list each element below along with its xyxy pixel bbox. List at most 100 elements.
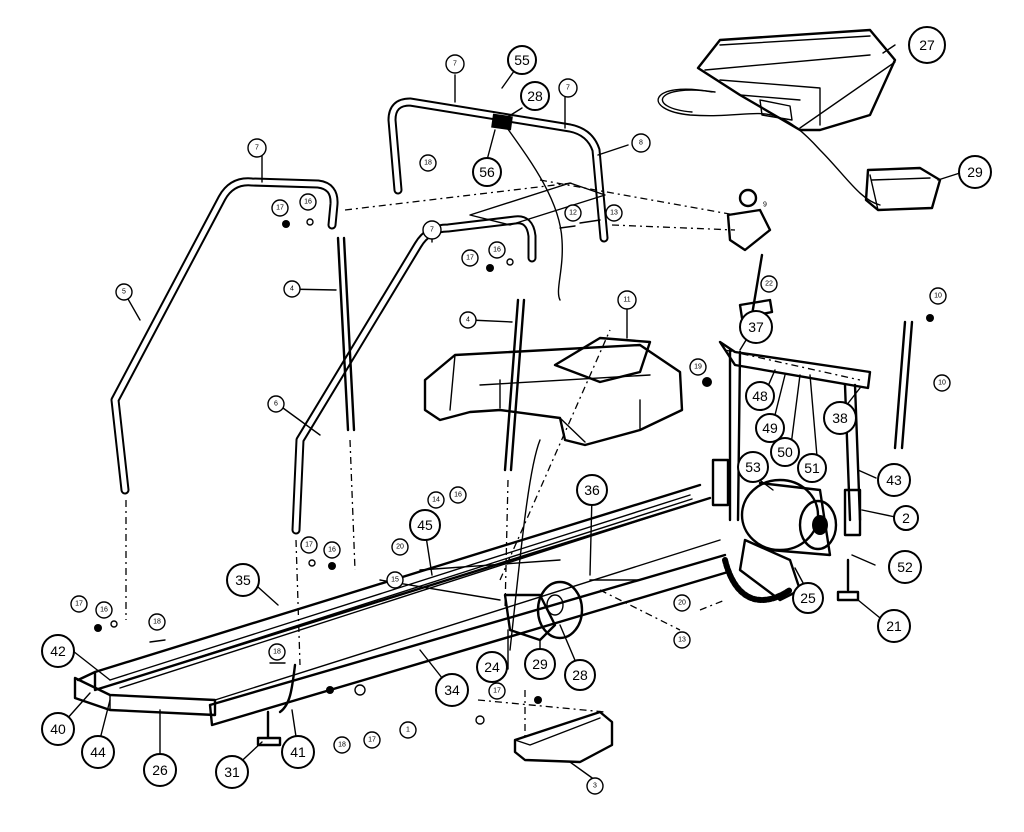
svg-text:38: 38 (832, 410, 848, 426)
svg-text:5: 5 (122, 289, 126, 296)
leveling-foot (836, 558, 860, 602)
callout-16-c: 16 (449, 486, 467, 504)
callout-14: 14 (427, 491, 445, 509)
callout-37: 37 (739, 310, 773, 344)
callout-11: 11 (617, 290, 637, 310)
svg-text:12: 12 (569, 210, 577, 217)
svg-text:44: 44 (90, 744, 106, 760)
callout-2: 2 (893, 505, 919, 531)
svg-text:10: 10 (934, 293, 942, 300)
callout-28-lower: 28 (564, 659, 596, 691)
callout-13-b: 13 (673, 631, 691, 649)
callout-24: 24 (476, 651, 508, 683)
callout-50: 50 (770, 437, 800, 467)
callout-17-a: 17 (271, 199, 289, 217)
svg-text:3: 3 (593, 783, 597, 790)
callout-16-b: 16 (488, 241, 506, 259)
svg-text:24: 24 (484, 659, 500, 675)
callout-7-d: 7 (422, 220, 442, 240)
svg-text:31: 31 (224, 764, 240, 780)
callout-4-right: 4 (459, 311, 477, 329)
callout-21: 21 (877, 609, 911, 643)
callout-25: 25 (792, 582, 824, 614)
svg-text:22: 22 (765, 281, 773, 288)
callout-29-lower: 29 (524, 648, 556, 680)
callout-27: 27 (908, 26, 946, 64)
svg-text:37: 37 (748, 319, 764, 335)
callout-16-e: 16 (95, 601, 113, 619)
callout-9: 9 (763, 202, 767, 209)
svg-text:1: 1 (406, 727, 410, 734)
svg-text:17: 17 (466, 255, 474, 262)
upper-handlebar (387, 97, 609, 243)
callout-17-e: 17 (363, 731, 381, 749)
left-handrail (110, 177, 339, 495)
callout-28-top: 28 (520, 81, 550, 111)
svg-text:7: 7 (430, 227, 434, 234)
bracket-22 (738, 298, 774, 320)
svg-text:7: 7 (255, 145, 259, 152)
svg-text:29: 29 (967, 164, 983, 180)
callout-6: 6 (267, 395, 285, 413)
callout-45: 45 (409, 509, 441, 541)
callout-17-c: 17 (300, 536, 318, 554)
callout-49: 49 (755, 413, 785, 443)
svg-text:36: 36 (584, 482, 600, 498)
svg-text:13: 13 (610, 210, 618, 217)
callout-17-d: 17 (70, 595, 88, 613)
switch-assembly (726, 188, 772, 317)
svg-text:16: 16 (328, 547, 336, 554)
right-handrail (291, 215, 537, 535)
callout-16-d: 16 (323, 541, 341, 559)
svg-text:19: 19 (694, 364, 702, 371)
drive-motor (738, 478, 838, 602)
svg-text:50: 50 (777, 444, 793, 460)
svg-text:52: 52 (897, 559, 913, 575)
svg-text:16: 16 (304, 199, 312, 206)
svg-text:18: 18 (273, 649, 281, 656)
callout-18-d: 18 (333, 736, 351, 754)
front-end-cap (513, 710, 614, 764)
svg-text:56: 56 (479, 164, 495, 180)
callout-53: 53 (737, 451, 769, 483)
svg-text:41: 41 (290, 744, 306, 760)
callout-19: 19 (689, 358, 707, 376)
hardware-fasteners (94, 218, 934, 725)
svg-text:43: 43 (886, 472, 902, 488)
callout-35: 35 (226, 563, 260, 597)
front-roller (503, 580, 584, 642)
callout-20-b: 20 (673, 594, 691, 612)
callout-38: 38 (823, 401, 857, 435)
svg-text:2: 2 (902, 510, 910, 526)
svg-text:53: 53 (745, 459, 761, 475)
svg-text:16: 16 (493, 247, 501, 254)
svg-text:7: 7 (566, 85, 570, 92)
callout-12: 12 (564, 204, 582, 222)
svg-text:49: 49 (762, 420, 778, 436)
svg-text:18: 18 (424, 160, 432, 167)
svg-text:48: 48 (752, 388, 768, 404)
svg-text:29: 29 (532, 656, 548, 672)
drive-belt (722, 557, 793, 603)
callout-18-c: 18 (268, 643, 286, 661)
svg-text:28: 28 (572, 667, 588, 683)
svg-text:26: 26 (152, 762, 168, 778)
svg-text:51: 51 (804, 460, 820, 476)
svg-text:18: 18 (338, 742, 346, 749)
svg-text:10: 10 (938, 380, 946, 387)
callout-34: 34 (435, 673, 469, 707)
svg-text:18: 18 (153, 619, 161, 626)
svg-text:16: 16 (100, 607, 108, 614)
callout-44: 44 (81, 735, 115, 769)
callout-1: 1 (399, 721, 417, 739)
svg-text:25: 25 (800, 590, 816, 606)
svg-text:17: 17 (493, 688, 501, 695)
callout-55: 55 (507, 45, 537, 75)
callout-16-a: 16 (299, 193, 317, 211)
callout-29: 29 (958, 155, 992, 189)
callout-18-b: 18 (148, 613, 166, 631)
callout-43: 43 (877, 463, 911, 497)
svg-text:13: 13 (678, 637, 686, 644)
callout-7-b: 7 (558, 78, 578, 98)
upright-plate (469, 182, 606, 226)
